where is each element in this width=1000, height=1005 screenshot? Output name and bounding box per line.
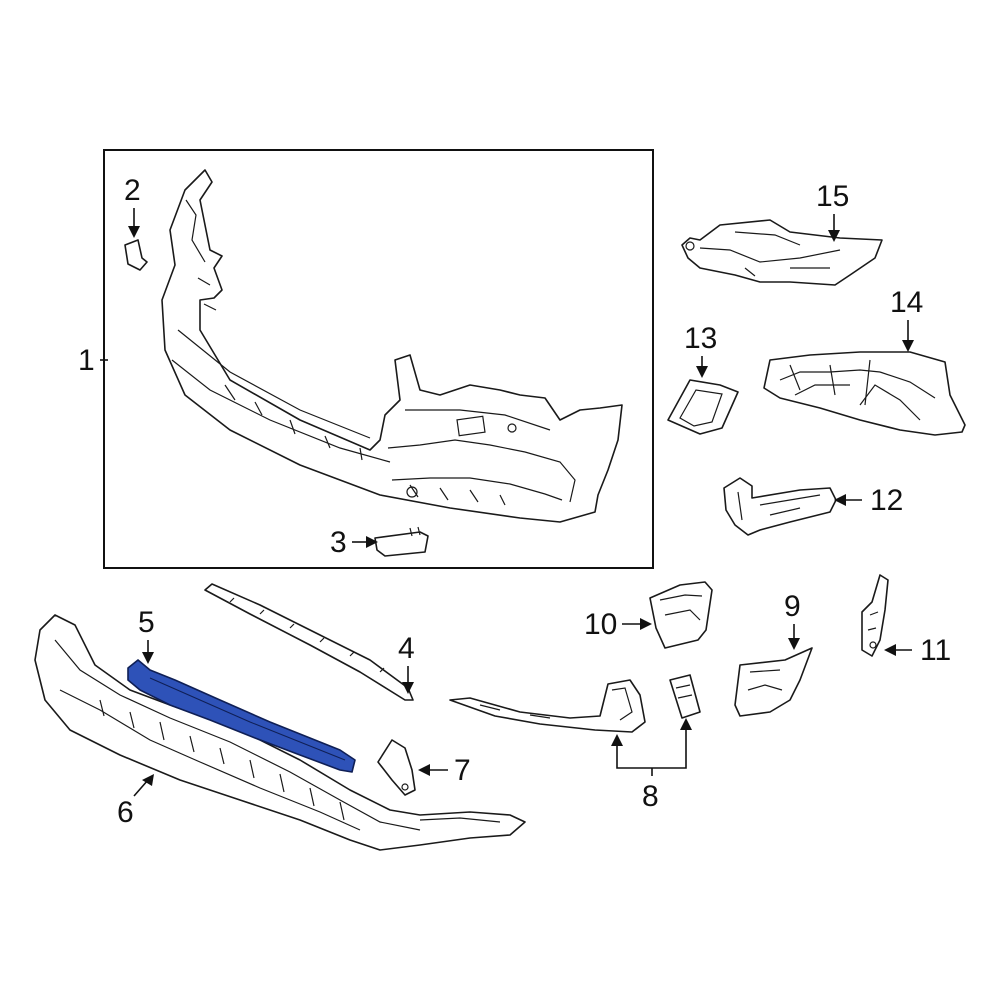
trim-strip-part[interactable] <box>204 583 414 701</box>
callout-6: 6 <box>117 774 154 829</box>
callout-13: 13 <box>684 322 717 378</box>
callout-12-label: 12 <box>870 484 903 517</box>
callout-5: 5 <box>138 606 155 664</box>
bumper-cover-part[interactable] <box>161 169 623 523</box>
callout-1-label: 1 <box>78 344 95 377</box>
trim-insert-part[interactable] <box>669 674 701 719</box>
callout-4-label: 4 <box>398 632 415 665</box>
callout-12: 12 <box>834 484 903 517</box>
callout-6-label: 6 <box>117 796 134 829</box>
callout-11-label: 11 <box>920 634 951 667</box>
lower-valance-part[interactable] <box>34 614 526 851</box>
callout-7: 7 <box>418 754 471 787</box>
callout-3: 3 <box>330 526 378 559</box>
callout-15: 15 <box>816 180 849 242</box>
callout-9: 9 <box>784 590 801 650</box>
side-bracket-part[interactable] <box>763 351 966 436</box>
tow-hook-cover-part[interactable] <box>374 526 429 557</box>
clip-part[interactable] <box>124 239 148 271</box>
grille-insert-part[interactable] <box>667 379 739 435</box>
lower-bracket-part[interactable] <box>723 477 837 536</box>
callout-2: 2 <box>124 174 141 238</box>
lower-trim-part[interactable] <box>449 679 646 733</box>
side-mount-part[interactable] <box>861 574 889 657</box>
bumper-assembly-frame <box>103 149 654 569</box>
fog-lamp-bezel-part[interactable] <box>649 581 713 649</box>
callout-9-label: 9 <box>784 590 801 623</box>
air-deflector-part[interactable] <box>127 659 356 773</box>
corner-bezel-part[interactable] <box>734 647 813 717</box>
callout-1: 1 <box>78 344 108 377</box>
callout-10: 10 <box>584 608 652 641</box>
callout-4: 4 <box>398 632 415 694</box>
callout-8-label: 8 <box>642 780 659 813</box>
callout-15-label: 15 <box>816 180 849 213</box>
callout-14: 14 <box>890 286 923 352</box>
callout-5-label: 5 <box>138 606 155 639</box>
callout-7-label: 7 <box>454 754 471 787</box>
callout-3-label: 3 <box>330 526 347 559</box>
lower-mount-bracket-part[interactable] <box>377 739 416 796</box>
callout-2-label: 2 <box>124 174 141 207</box>
callout-8: 8 <box>611 718 692 813</box>
callout-13-label: 13 <box>684 322 717 355</box>
callout-10-label: 10 <box>584 608 617 641</box>
upper-bracket-part[interactable] <box>681 219 883 286</box>
callout-11: 11 <box>884 634 951 667</box>
callout-14-label: 14 <box>890 286 923 319</box>
